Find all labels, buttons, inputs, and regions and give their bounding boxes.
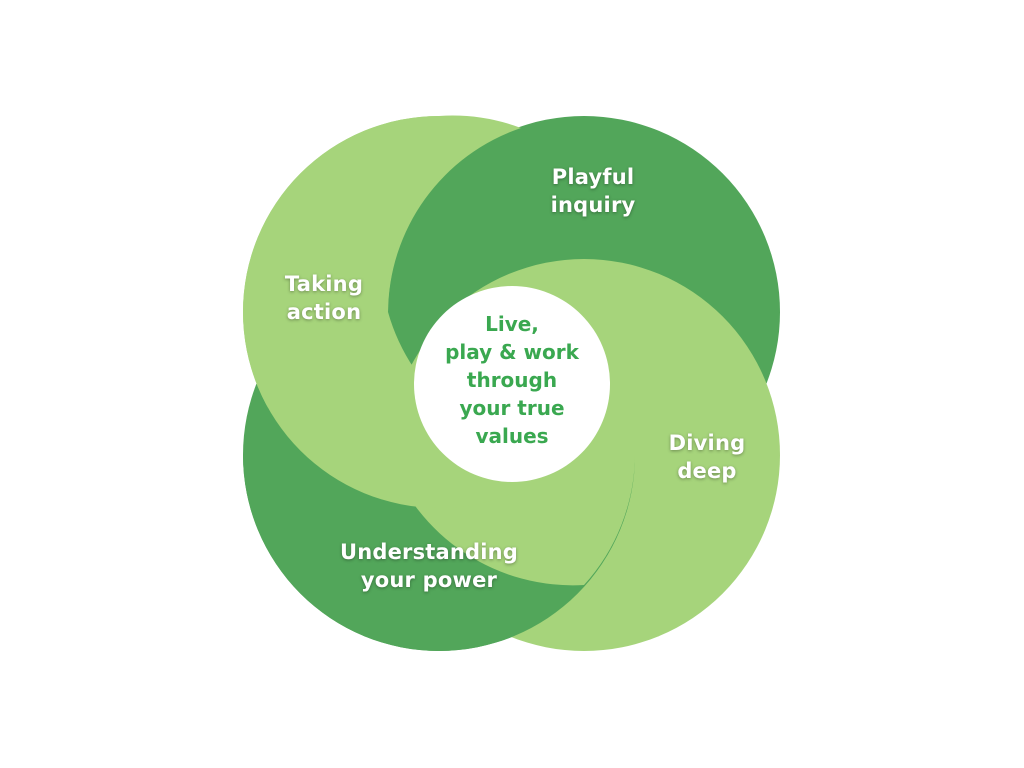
label-understanding-power: Understanding your power [339, 540, 519, 592]
label-taking-action: Taking action [284, 272, 364, 324]
petal-taking-overlap [243, 115, 572, 508]
center-text: Live, play & work through your true valu… [445, 312, 579, 448]
label-diving-deep: Diving deep [668, 431, 746, 483]
label-playful-inquiry: Playful inquiry [550, 165, 636, 217]
center-circle [414, 286, 610, 482]
